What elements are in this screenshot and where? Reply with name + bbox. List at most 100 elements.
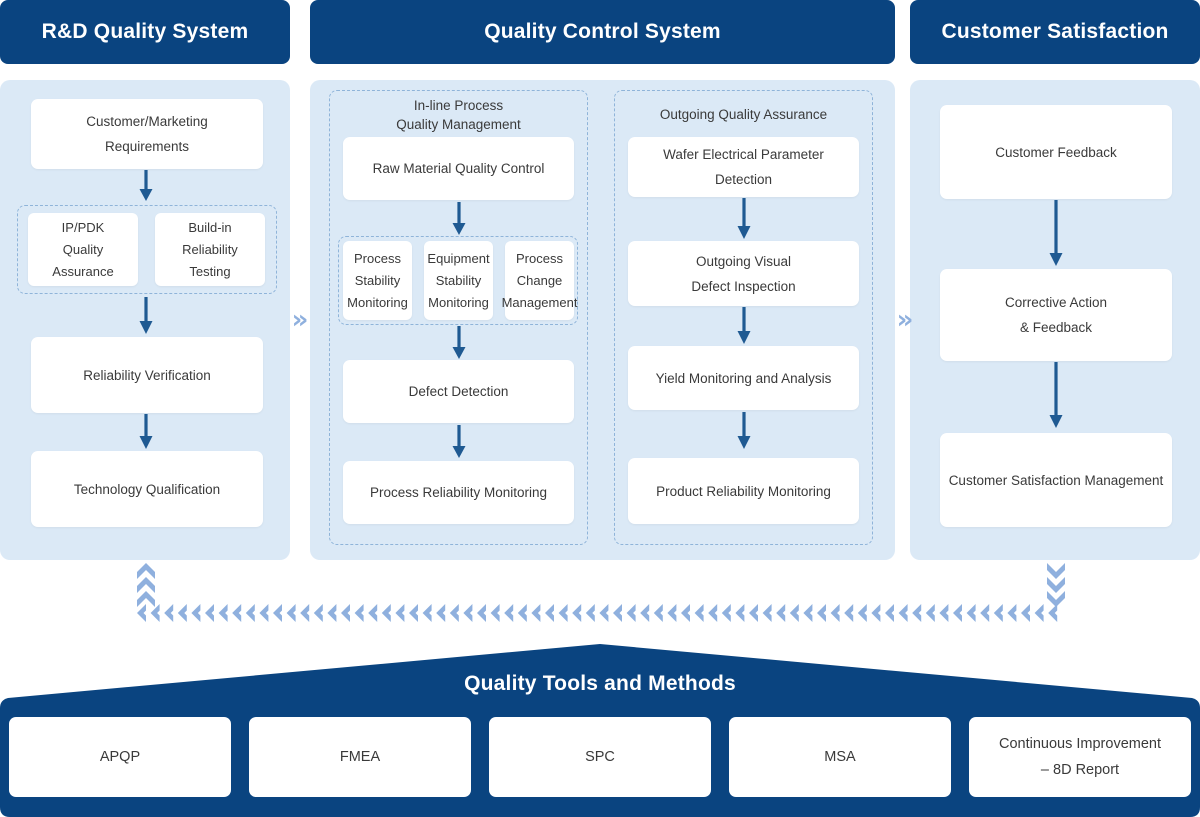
feedback-loop-chevrons <box>125 558 1075 630</box>
line: IP/PDK <box>61 219 105 235</box>
tool-text: SPC <box>585 744 615 770</box>
line: Requirements <box>104 139 190 154</box>
arrow-down-cs-1 <box>1046 200 1066 267</box>
arrow-down-qc-2 <box>449 326 469 360</box>
arrow-down-rd-2 <box>136 297 156 335</box>
tool-text: FMEA <box>340 744 380 770</box>
tool-card-spc[interactable]: SPC <box>489 717 711 797</box>
node-customer-feedback[interactable]: Customer Feedback <box>940 105 1172 199</box>
node-text: Outgoing Visual Defect Inspection <box>691 249 795 299</box>
line: SPC <box>585 749 615 765</box>
line: Corrective Action <box>1004 295 1108 310</box>
line: In-line Process <box>413 98 504 113</box>
node-text: Yield Monitoring and Analysis <box>656 366 832 391</box>
arrow-down-oqa-2 <box>734 307 754 345</box>
tool-text: MSA <box>824 744 855 770</box>
line: FMEA <box>339 749 381 765</box>
footer-title: Quality Tools and Methods <box>464 672 736 695</box>
node-outgoing-visual-defect-inspection[interactable]: Outgoing Visual Defect Inspection <box>628 241 859 306</box>
node-customer-satisfaction-management[interactable]: Customer Satisfaction Management <box>940 433 1172 527</box>
node-text: Corrective Action & Feedback <box>1005 290 1107 340</box>
node-customer-marketing-requirements[interactable]: Customer/Marketing Requirements <box>31 99 263 169</box>
group-rd-parallel <box>17 205 277 294</box>
node-text: Wafer Electrical Parameter Detection <box>634 142 853 192</box>
node-text: Customer/Marketing Requirements <box>86 109 208 159</box>
node-text: Process Stability Monitoring <box>347 248 408 314</box>
line: Defect Inspection <box>691 278 796 294</box>
line: Change <box>516 272 563 288</box>
line: Wafer Electrical Parameter Detection <box>663 147 824 187</box>
line: Quality Management <box>396 117 521 132</box>
column-header-rd[interactable]: R&D Quality System <box>0 0 290 64</box>
stage-separator-1: » <box>288 306 312 334</box>
line: Monitoring <box>428 294 489 310</box>
line: Testing <box>189 263 231 279</box>
node-build-in-reliability-testing[interactable]: Build-in Reliability Testing <box>155 213 265 286</box>
node-text: Technology Qualification <box>74 477 220 502</box>
node-product-reliability-monitoring[interactable]: Product Reliability Monitoring <box>628 458 859 524</box>
column-header-quality-control-label: Quality Control System <box>484 20 721 43</box>
line: Continuous Improvement <box>999 736 1161 752</box>
line: Customer Satisfaction Management <box>948 472 1164 488</box>
node-text: Customer Satisfaction Management <box>949 468 1164 493</box>
group-qc-parallel-monitoring <box>338 236 578 325</box>
node-raw-material-quality-control[interactable]: Raw Material Quality Control <box>343 137 574 200</box>
arrow-down-qc-1 <box>449 202 469 236</box>
line: MSA <box>824 749 856 765</box>
line: & Feedback <box>1019 320 1093 335</box>
arrow-down-oqa-3 <box>734 412 754 450</box>
line: Process Reliability Monitoring <box>369 485 548 500</box>
group-in-line-title: In-line Process Quality Management <box>329 96 588 134</box>
node-process-stability-monitoring[interactable]: Process Stability Monitoring <box>343 241 412 320</box>
footer-tools-row: APQP FMEA SPC MSA Continuous Improvement… <box>0 717 1200 797</box>
node-ip-pdk-quality-assurance[interactable]: IP/PDK Quality Assurance <box>28 213 138 286</box>
line: Product Reliability Monitoring <box>656 483 831 499</box>
node-text: Defect Detection <box>409 379 509 404</box>
node-yield-monitoring-and-analysis[interactable]: Yield Monitoring and Analysis <box>628 346 859 410</box>
node-wafer-electrical-parameter-detection[interactable]: Wafer Electrical Parameter Detection <box>628 137 859 197</box>
node-text: Raw Material Quality Control <box>373 156 545 181</box>
node-process-reliability-monitoring[interactable]: Process Reliability Monitoring <box>343 461 574 524</box>
line: Technology Qualification <box>73 481 221 497</box>
node-text: Reliability Verification <box>83 363 211 388</box>
node-corrective-action-feedback[interactable]: Corrective Action & Feedback <box>940 269 1172 361</box>
node-text: Process Reliability Monitoring <box>370 480 547 505</box>
line: Build-in <box>188 219 232 235</box>
line: Reliability Verification <box>83 367 211 383</box>
line: Outgoing Visual <box>695 253 792 269</box>
node-defect-detection[interactable]: Defect Detection <box>343 360 574 423</box>
node-equipment-stability-monitoring[interactable]: Equipment Stability Monitoring <box>424 241 493 320</box>
line: – 8D Report <box>1040 762 1120 778</box>
chevron-double-right-icon: » <box>896 305 914 335</box>
tool-card-continuous-improvement[interactable]: Continuous Improvement – 8D Report <box>969 717 1191 797</box>
line: Assurance <box>52 263 114 279</box>
node-text: Product Reliability Monitoring <box>656 479 831 504</box>
line: Raw Material Quality Control <box>372 161 545 176</box>
group-outgoing-title: Outgoing Quality Assurance <box>614 105 873 124</box>
column-header-customer-satisfaction[interactable]: Customer Satisfaction <box>910 0 1200 64</box>
line: Customer Feedback <box>995 144 1117 160</box>
line: Reliability <box>182 241 238 257</box>
tool-card-msa[interactable]: MSA <box>729 717 951 797</box>
node-process-change-management[interactable]: Process Change Management <box>502 241 577 320</box>
column-header-rd-label: R&D Quality System <box>41 20 249 43</box>
line: Defect Detection <box>408 384 509 399</box>
line: Process <box>354 250 401 266</box>
tool-card-apqp[interactable]: APQP <box>9 717 231 797</box>
node-reliability-verification[interactable]: Reliability Verification <box>31 337 263 413</box>
line: APQP <box>99 749 141 765</box>
group-outgoing-quality-assurance <box>614 90 873 545</box>
node-text: Customer Feedback <box>995 140 1117 165</box>
tool-text: APQP <box>100 744 140 770</box>
arrow-down-qc-3 <box>449 425 469 459</box>
node-text: Build-in Reliability Testing <box>182 217 238 283</box>
chevron-double-right-icon: » <box>291 305 309 335</box>
node-technology-qualification[interactable]: Technology Qualification <box>31 451 263 527</box>
column-header-quality-control[interactable]: Quality Control System <box>310 0 895 64</box>
node-text: Equipment Stability Monitoring <box>427 248 489 314</box>
line: Stability <box>435 272 482 288</box>
line: Yield Monitoring and Analysis <box>655 370 832 386</box>
line: Stability <box>354 272 401 288</box>
tool-card-fmea[interactable]: FMEA <box>249 717 471 797</box>
arrow-down-oqa-1 <box>734 198 754 240</box>
